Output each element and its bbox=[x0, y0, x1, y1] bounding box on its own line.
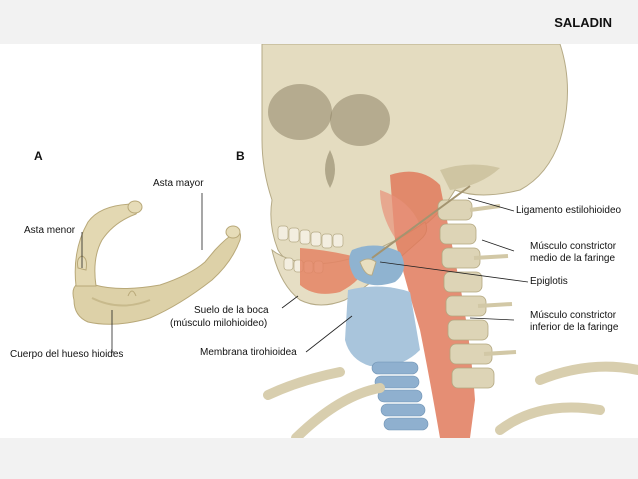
label-constrictor-inferior-line2: inferior de la faringe bbox=[530, 322, 619, 333]
larynx-trachea bbox=[345, 245, 429, 431]
cervical-spine bbox=[437, 199, 517, 389]
label-asta-menor: Asta menor bbox=[24, 225, 76, 236]
label-epiglotis: Epiglotis bbox=[530, 276, 568, 287]
anatomy-illustration bbox=[72, 44, 638, 438]
label-suelo-boca-line2: (músculo milohioideo) bbox=[170, 318, 268, 329]
panel-letter-a: A bbox=[34, 149, 43, 163]
footer-band bbox=[0, 438, 638, 479]
label-ligamento-estilohioideo: Ligamento estilohioideo bbox=[516, 205, 622, 216]
header-band: SALADIN bbox=[0, 0, 638, 44]
label-membrana-tirohioidea: Membrana tirohioidea bbox=[200, 347, 297, 358]
figure-panel: A B Asta mayor Asta menor Cuerpo del hue… bbox=[0, 44, 638, 438]
panel-letter-b: B bbox=[236, 149, 245, 163]
label-asta-mayor: Asta mayor bbox=[153, 178, 204, 189]
clavicle-ribs bbox=[263, 361, 638, 438]
label-constrictor-medio-line2: medio de la faringe bbox=[530, 253, 616, 264]
label-constrictor-medio-line1: Músculo constrictor bbox=[530, 241, 617, 252]
label-suelo-boca-line1: Suelo de la boca bbox=[194, 305, 269, 316]
brand-label: SALADIN bbox=[554, 15, 612, 30]
label-cuerpo-hioides: Cuerpo del hueso hioides bbox=[10, 349, 124, 360]
label-constrictor-inferior-line1: Músculo constrictor bbox=[530, 310, 617, 321]
